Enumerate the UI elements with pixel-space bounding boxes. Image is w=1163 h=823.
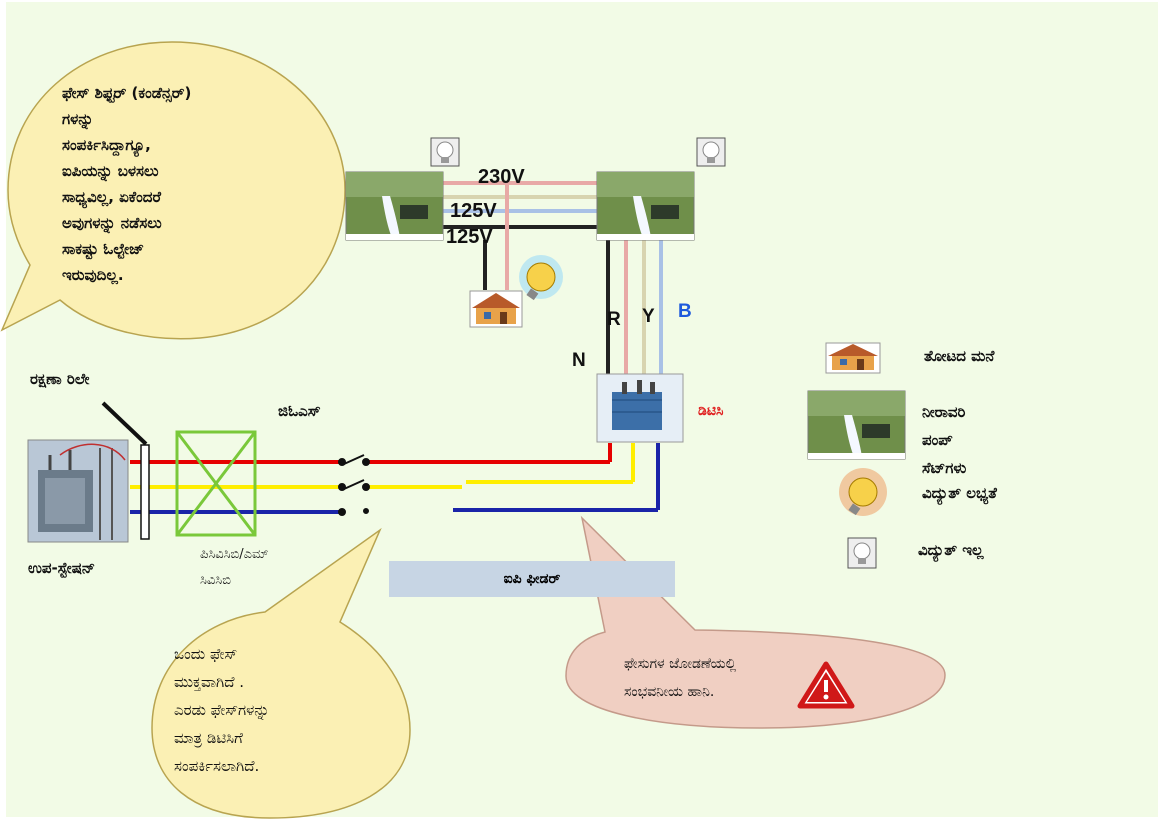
phase-n-label: N (572, 350, 586, 371)
protection-relay-lever (101, 401, 148, 446)
breaker-box (175, 430, 257, 537)
legend-no-power-label: ವಿದ್ಯುತ್ ಇಲ್ಲ (918, 541, 984, 559)
protection-relay-label: ರಕ್ಷಣಾ ರಿಲೇ (30, 370, 90, 388)
phase-shifter-callout-text: ಫೇಸ್ ಶಿಫ್ಟರ್ (ಕಂಡೆನ್ಸರ್) ಗಳನ್ನು ಸಂಪರ್ಕಿಸ… (62, 84, 192, 284)
pump-set-image-2 (596, 171, 695, 241)
legend-lit-bulb-icon (839, 468, 887, 516)
warning-icon (797, 661, 855, 709)
legend-farm-house-icon (825, 342, 881, 374)
gos-switch (338, 454, 370, 516)
gos-label: ಜಿಓಎಸ್ (278, 402, 321, 420)
phase-r-label: R (607, 309, 621, 330)
dtc-transformer-image (596, 373, 684, 443)
one-phase-callout-text: ಒಂದು ಫೇಸ್ ಮುಕ್ತವಾಗಿದೆ . ಎರಡು ಫೇಸ್‌ಗಳನ್ನು… (174, 645, 270, 775)
unlit-bulb-icon (430, 137, 460, 167)
farm-house-icon (469, 290, 523, 328)
legend-power-available-label: ವಿದ್ಯುತ್ ಲಭ್ಯತೆ (922, 484, 997, 502)
voltage-label-125-b: 125V (446, 226, 493, 248)
legend-pump-set-image (807, 390, 906, 460)
phase-shifter-callout-bubble (0, 41, 346, 340)
warning-callout-text: ಫೇಸುಗಳ ಜೋಡಣೆಯಲ್ಲಿ ಸಂಭವನೀಯ ಹಾನಿ. (624, 656, 737, 700)
unlit-bulb-icon-2 (696, 137, 726, 167)
protection-relay-bar (140, 444, 150, 540)
voltage-label-125-a: 125V (450, 200, 497, 222)
one-phase-callout-bubble (151, 527, 411, 819)
lit-bulb-icon (519, 255, 563, 301)
substation-image (27, 439, 129, 543)
legend-unlit-bulb-icon (847, 537, 877, 569)
phase-y-label: Y (642, 306, 655, 327)
ip-feeder-label: ಐಪಿ ಫೀಡರ್ (503, 571, 561, 587)
pump-set-image (345, 171, 444, 241)
warning-callout-bubble (565, 515, 946, 729)
phase-b-label: B (678, 301, 692, 322)
substation-label: ಉಪ-ಸ್ಟೇಷನ್ (28, 559, 96, 577)
ip-feeder-box: ಐಪಿ ಫೀಡರ್ (389, 561, 675, 597)
legend-farm-house-label: ತೋಟದ ಮನೆ (924, 347, 995, 365)
legend-pump-sets-label: ನೀರಾವರಿ ಪಂಪ್ ಸೆಟ್‌ಗಳು (922, 403, 967, 477)
dtc-label: ಡಿಟಿಸಿ (698, 403, 724, 419)
breaker-label: ಪಿಸಿವಿಸಿಬಿ/ಎಮ್ ಸಿವಿಸಿಬಿ (200, 547, 269, 588)
voltage-label-230: 230V (478, 166, 525, 188)
